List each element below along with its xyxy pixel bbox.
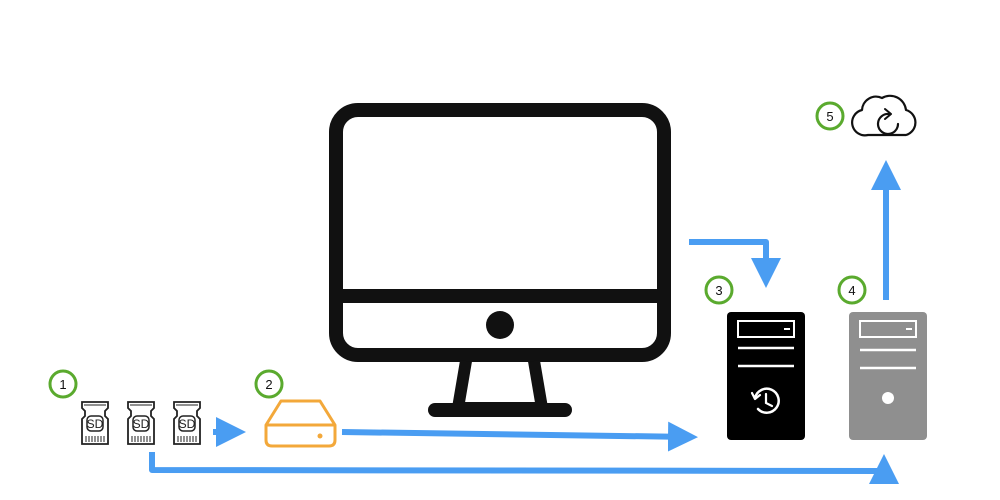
sd-card-label: SD: [87, 417, 104, 431]
step-number: 4: [848, 283, 855, 298]
arrow-drive-to-backup-tower: [341, 421, 698, 452]
server-tower-icon: [849, 312, 927, 440]
arrow-sd-to-server-tower: [149, 452, 899, 484]
step-number: 1: [59, 377, 66, 392]
step-badge-5: 5: [815, 101, 845, 131]
arrow-computer-to-backup-tower: [689, 239, 781, 288]
step-badge-2: 2: [254, 369, 284, 399]
desktop-computer-icon: [329, 103, 671, 417]
sd-card-icon: SD: [127, 401, 155, 445]
sd-card-label: SD: [179, 417, 196, 431]
connector-arrows: [149, 160, 901, 484]
sd-card-icon: SD: [81, 401, 109, 445]
sd-card-label: SD: [133, 417, 150, 431]
external-drive-icon: [264, 399, 337, 448]
cloud-sync-icon: [851, 94, 917, 137]
time-machine-tower-icon: [727, 312, 805, 440]
sd-card-icon: SD: [173, 401, 201, 445]
sd-card-group: SD SD SD: [81, 401, 201, 445]
step-number: 5: [826, 109, 833, 124]
step-badge-3: 3: [704, 275, 734, 305]
step-number: 3: [715, 283, 722, 298]
step-badge-4: 4: [837, 275, 867, 305]
step-badge-1: 1: [48, 369, 78, 399]
step-number: 2: [265, 377, 272, 392]
